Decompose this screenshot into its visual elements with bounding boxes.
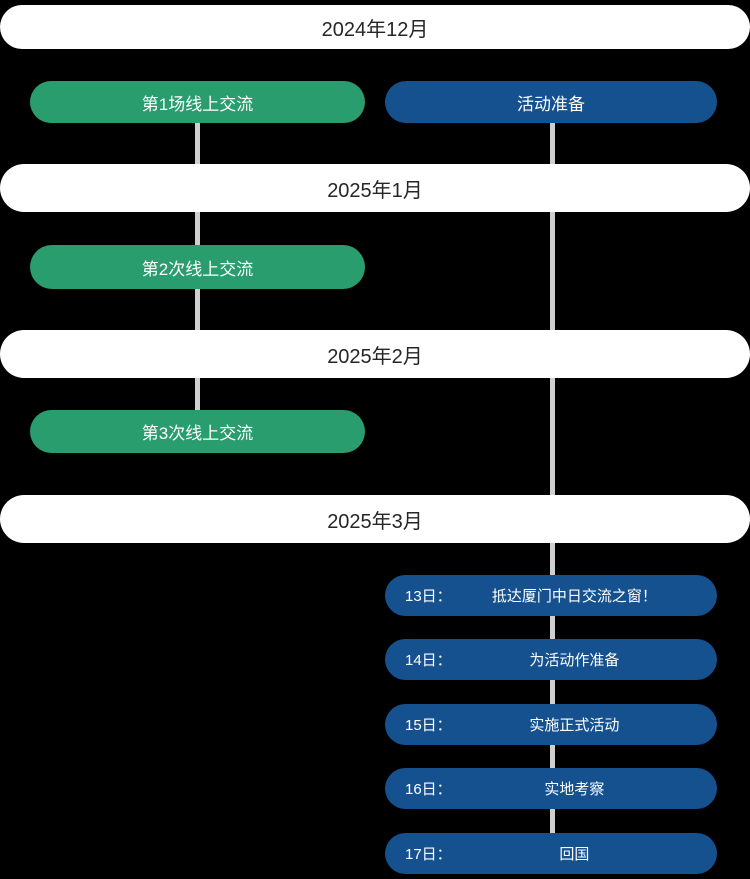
day-label: 16日：	[405, 781, 452, 798]
event-pill-activity-prep: 活动准备	[385, 81, 717, 123]
event-pill-online-exchange-3: 第3次线上交流	[30, 410, 365, 453]
month-bar-2024-12: 2024年12月	[0, 5, 750, 49]
day-pill-15: 15日： 实施正式活动	[385, 704, 717, 745]
month-bar-2025-03: 2025年3月	[0, 495, 750, 543]
day-label: 17日：	[405, 846, 452, 863]
day-pill-16: 16日： 实地考察	[385, 768, 717, 809]
day-pill-17: 17日： 回国	[385, 833, 717, 874]
day-pill-14: 14日： 为活动作准备	[385, 639, 717, 680]
day-activity: 回国	[559, 846, 590, 863]
month-label: 2024年12月	[321, 18, 429, 41]
day-pill-13: 13日： 抵达厦门中日交流之窗！	[385, 575, 717, 616]
month-label: 2025年2月	[327, 345, 423, 368]
day-activity: 抵达厦门中日交流之窗！	[491, 588, 657, 605]
month-label: 2025年1月	[327, 179, 423, 202]
event-label: 第3次线上交流	[141, 424, 254, 443]
day-label: 14日：	[405, 652, 452, 669]
day-activity: 为活动作准备	[529, 652, 620, 669]
month-bar-2025-02: 2025年2月	[0, 330, 750, 378]
connector-line-blue-track	[550, 100, 555, 855]
event-pill-online-exchange-1: 第1场线上交流	[30, 81, 365, 123]
month-bar-2025-01: 2025年1月	[0, 164, 750, 212]
event-label: 第1场线上交流	[141, 94, 254, 114]
day-activity: 实地考察	[544, 781, 605, 798]
month-label: 2025年3月	[327, 510, 423, 533]
event-pill-online-exchange-2: 第2次线上交流	[30, 245, 365, 289]
event-label: 活动准备	[517, 94, 585, 114]
event-label: 第2次线上交流	[141, 259, 254, 279]
day-activity: 实施正式活动	[529, 717, 620, 734]
day-label: 13日：	[405, 588, 452, 605]
day-label: 15日：	[405, 717, 452, 734]
